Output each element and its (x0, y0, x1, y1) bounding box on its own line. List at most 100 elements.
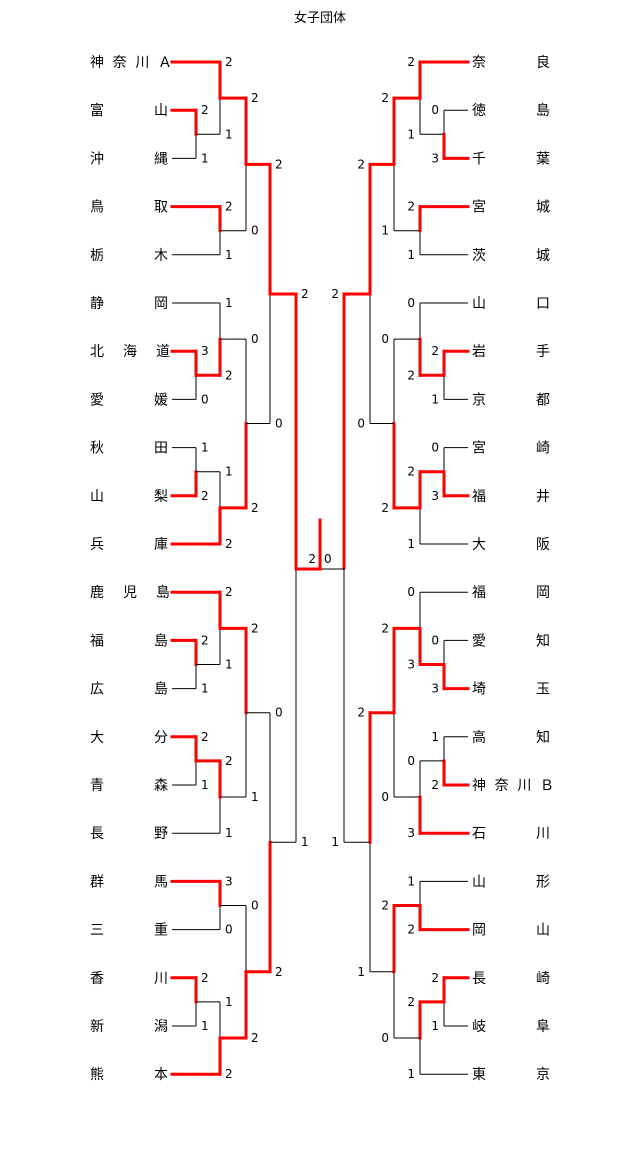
left-team-label: 富山 (90, 102, 168, 119)
right-team-label: 愛知 (472, 632, 550, 649)
score-L2-b: 1 (225, 127, 233, 141)
score-R2-b: 1 (407, 127, 415, 141)
score-R10-a: 2 (357, 157, 365, 171)
right-team-label: 宮崎 (472, 441, 550, 457)
score-R16-a: 1 (407, 874, 415, 888)
score-R12-a: 0 (407, 585, 415, 599)
score-L13-a: 2 (201, 730, 209, 744)
score-R7-a: 0 (431, 441, 439, 455)
left-team-label: 群馬 (90, 874, 168, 890)
final-score-left: 2 (308, 552, 316, 566)
score-labels: 2121212030121212022021212121213021120202… (201, 55, 439, 1081)
left-team-label: 広島 (90, 682, 168, 698)
score-L4-b: 0 (251, 224, 259, 238)
left-team-label: 愛媛 (90, 392, 168, 408)
score-R8-b: 1 (407, 537, 415, 551)
right-team-label: 福井 (472, 489, 550, 505)
score-R1-a: 0 (431, 103, 439, 117)
score-L5-b: 0 (201, 392, 209, 406)
right-team-label: 岩手 (472, 344, 550, 360)
left-team-label: 長野 (90, 826, 168, 842)
score-R1-b: 3 (431, 151, 439, 165)
score-L13-b: 1 (201, 778, 209, 792)
right-team-label: 岡山 (472, 923, 550, 939)
right-team-label: 山形 (472, 874, 550, 890)
score-L19-b: 2 (251, 1031, 259, 1045)
score-R4-a: 2 (381, 91, 389, 105)
score-R15-b: 0 (381, 790, 389, 804)
right-team-label: 奈良 (472, 55, 550, 71)
score-L8-a: 1 (225, 465, 233, 479)
score-L18-a: 1 (225, 995, 233, 1009)
score-L12-a: 2 (225, 585, 233, 599)
right-team-label: 山口 (472, 296, 550, 312)
score-R21-a: 2 (331, 287, 339, 301)
left-team-label: 大分 (90, 730, 168, 746)
left-team-label: 栃木 (90, 248, 168, 264)
score-R14-a: 0 (407, 754, 415, 768)
right-team-label: 宮城 (472, 200, 550, 216)
score-R7-b: 3 (431, 489, 439, 503)
score-L10-a: 2 (275, 157, 283, 171)
score-L11-a: 2 (201, 633, 209, 647)
score-R17-b: 1 (431, 1019, 439, 1033)
score-L20-a: 0 (275, 706, 283, 720)
score-R14-b: 3 (407, 826, 415, 840)
score-L5-a: 3 (201, 344, 209, 358)
score-L16-a: 3 (225, 874, 233, 888)
score-R16-b: 2 (407, 923, 415, 937)
score-R18-a: 2 (407, 995, 415, 1009)
right-team-label: 京都 (472, 392, 550, 408)
score-L17-a: 2 (201, 971, 209, 985)
score-L4-a: 2 (251, 91, 259, 105)
score-L7-a: 1 (201, 441, 209, 455)
score-L3-b: 1 (225, 248, 233, 262)
score-R12-b: 3 (407, 658, 415, 672)
right-team-label: 石川 (472, 826, 550, 842)
right-team-label: 高知 (472, 729, 550, 746)
score-L11-b: 1 (201, 682, 209, 696)
score-R8-a: 2 (407, 465, 415, 479)
right-team-label: 岐阜 (472, 1018, 550, 1035)
bracket-lines (170, 60, 470, 1076)
score-L7-b: 2 (201, 489, 209, 503)
score-R3-b: 1 (407, 248, 415, 262)
score-L14-a: 2 (225, 754, 233, 768)
score-L2-a: 2 (225, 55, 233, 69)
score-L9-b: 2 (251, 501, 259, 515)
score-R17-a: 2 (431, 971, 439, 985)
left-team-label: 北海道 (90, 344, 170, 360)
score-R9-a: 0 (381, 332, 389, 346)
score-L21-a: 2 (301, 287, 309, 301)
left-team-label: 香川 (90, 971, 168, 987)
score-L20-b: 2 (275, 965, 283, 979)
score-R5-a: 2 (431, 344, 439, 358)
score-R19-b: 0 (381, 1031, 389, 1045)
score-L21-b: 1 (301, 835, 309, 849)
score-R10-b: 0 (357, 417, 365, 431)
score-R13-a: 1 (431, 730, 439, 744)
right-team-label: 徳島 (472, 103, 550, 119)
score-L3-a: 2 (225, 200, 233, 214)
score-L9-a: 0 (251, 332, 259, 346)
score-L15-b: 1 (251, 790, 259, 804)
left-team-label: 兵庫 (90, 536, 168, 553)
score-R15-a: 2 (381, 621, 389, 635)
right-team-label: 大阪 (472, 537, 550, 553)
score-L8-b: 2 (225, 537, 233, 551)
score-R20-b: 1 (357, 965, 365, 979)
left-team-label: 熊本 (90, 1067, 168, 1083)
final-score-right: 0 (324, 552, 332, 566)
right-team-label: 茨城 (472, 248, 550, 264)
left-team-label: 鹿児島 (90, 584, 170, 601)
right-team-label: 千葉 (472, 151, 550, 167)
left-team-label: 神奈川Ａ (90, 55, 172, 71)
score-R13-b: 2 (431, 778, 439, 792)
left-team-label: 静岡 (90, 296, 168, 312)
score-R6-a: 0 (407, 296, 415, 310)
score-L10-b: 0 (275, 417, 283, 431)
right-team-label: 東京 (472, 1067, 550, 1083)
score-R19-a: 2 (381, 899, 389, 913)
score-R20-a: 2 (357, 706, 365, 720)
